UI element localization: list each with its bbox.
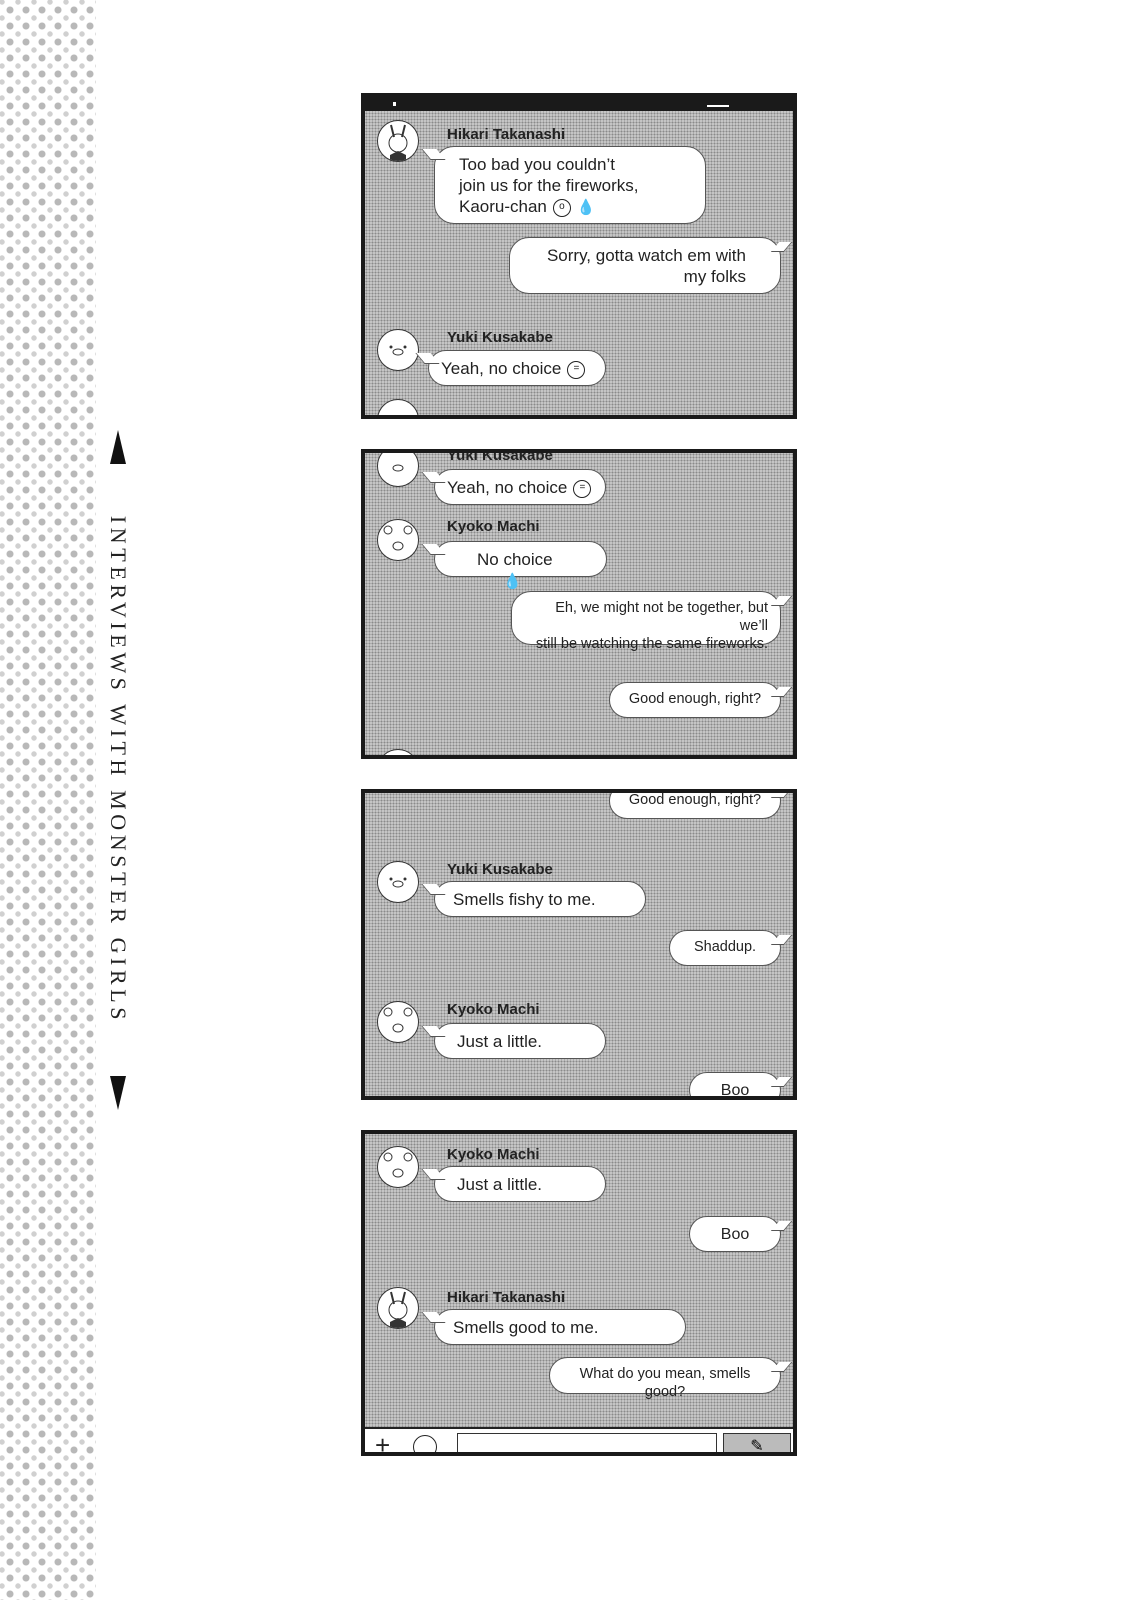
message-bubble-outgoing: Good enough, right? xyxy=(609,682,781,718)
message-text: Smells good to me. xyxy=(453,1318,599,1337)
message-text: Boo xyxy=(720,1082,750,1099)
message-text: What do you mean, smells good? xyxy=(579,1366,751,1400)
avatar-bear xyxy=(377,399,419,415)
avatar-penguin xyxy=(377,453,419,487)
sender-name: Hikari Takanashi xyxy=(447,1289,566,1306)
squint-face-icon: = xyxy=(567,360,586,379)
message-bubble-incoming: Yeah, no choice = xyxy=(434,469,606,505)
message-text: Just a little. xyxy=(457,1032,543,1051)
message-line: join us for the fireworks, xyxy=(459,176,639,195)
sender-name: Yuki Kusakabe xyxy=(447,449,553,464)
message-bubble-outgoing: Boo xyxy=(689,1216,781,1252)
sweat-drop-icon: 💧 xyxy=(503,573,522,591)
avatar-partial xyxy=(377,749,419,755)
message-line: Too bad you couldn’t xyxy=(459,155,615,174)
message-line: Sorry, gotta watch em with xyxy=(546,246,746,265)
chat-panel-2: Yuki Kusakabe Yeah, no choice = Kyoko Mac… xyxy=(361,449,797,759)
spine-title-text: INTERVIEWS WITH MONSTER GIRLS xyxy=(106,515,131,1025)
message-line: Kaoru-chan xyxy=(459,197,547,216)
sender-name: Yuki Kusakabe xyxy=(447,861,553,878)
message-input[interactable] xyxy=(457,1433,717,1452)
squint-face-icon: = xyxy=(573,479,592,498)
message-line: Eh, we might not be together, but we’ll xyxy=(555,600,768,634)
shocked-face-icon: o xyxy=(552,198,571,217)
message-line: my folks xyxy=(683,267,746,286)
battery-icon xyxy=(707,101,729,107)
message-bubble-outgoing: Shaddup. xyxy=(669,930,781,966)
sender-name: Kyoko Machi xyxy=(447,518,540,535)
avatar-rabbit xyxy=(377,1287,419,1329)
message-text: Shaddup. xyxy=(693,939,757,955)
chat-panel-3: Good enough, right? Yuki Kusakabe Smells… xyxy=(361,789,797,1100)
chat-panel-4: Kyoko Machi Just a little. Boo Hikari Ta… xyxy=(361,1130,797,1456)
message-bubble-outgoing: Eh, we might not be together, but we’ll … xyxy=(511,591,781,652)
message-text: Yeah, no choice xyxy=(447,478,568,497)
chat-panel-1: Hikari Takanashi Too bad you couldn’t jo… xyxy=(361,93,797,419)
message-bubble-incoming: Smells good to me. xyxy=(434,1309,686,1345)
message-text: Smells fishy to me. xyxy=(453,890,596,909)
message-bubble-incoming: Yeah, no choice = xyxy=(428,350,606,386)
spine-title: INTERVIEWS WITH MONSTER GIRLS xyxy=(103,430,133,1110)
message-text: Yeah, no choice xyxy=(441,359,562,378)
message-bubble-outgoing: Good enough, right? xyxy=(609,792,781,819)
message-text: No choice xyxy=(477,550,553,569)
triangle-up-icon xyxy=(110,430,126,464)
message-text: Boo xyxy=(720,1226,750,1243)
message-bubble-incoming: Just a little. xyxy=(434,1166,606,1202)
avatar-rabbit xyxy=(377,120,419,162)
sender-name: Kyoko Machi xyxy=(447,1001,540,1018)
message-text: Just a little. xyxy=(457,1175,543,1194)
avatar-bear xyxy=(377,1001,419,1043)
message-line: still be watching the same fireworks. xyxy=(535,636,768,652)
sender-name: Yuki Kusakabe xyxy=(447,329,553,346)
sender-name: Kyoko Machi xyxy=(447,1146,540,1163)
dotted-margin-pattern-secondary xyxy=(0,0,96,1600)
avatar-bear xyxy=(377,1146,419,1188)
message-bubble-outgoing: Boo xyxy=(689,1072,781,1099)
message-text: Good enough, right? xyxy=(628,792,762,808)
avatar-penguin xyxy=(377,329,419,371)
message-bubble-incoming: No choice 💧 xyxy=(434,541,607,590)
message-bubble-incoming: Smells fishy to me. xyxy=(434,881,646,917)
message-bubble-incoming: Too bad you couldn’t join us for the fir… xyxy=(434,146,706,224)
message-text: Good enough, right? xyxy=(628,691,762,707)
avatar-bear xyxy=(377,519,419,561)
avatar-penguin xyxy=(377,861,419,903)
plus-icon[interactable]: + xyxy=(375,1430,391,1456)
triangle-down-icon xyxy=(110,1076,126,1110)
smile-icon[interactable] xyxy=(413,1435,437,1452)
message-bubble-incoming: Just a little. xyxy=(434,1023,606,1059)
send-icon: ✎ xyxy=(750,1438,764,1455)
status-bar xyxy=(365,97,793,111)
sweat-drop-icon: 💧 xyxy=(576,199,596,217)
message-bubble-outgoing: What do you mean, smells good? xyxy=(549,1357,781,1400)
sender-name: Hikari Takanashi xyxy=(447,126,566,143)
message-input-bar: + ✎ xyxy=(365,1427,793,1456)
message-bubble-outgoing: Sorry, gotta watch em with my folks xyxy=(509,237,781,294)
send-button[interactable]: ✎ xyxy=(723,1433,791,1455)
